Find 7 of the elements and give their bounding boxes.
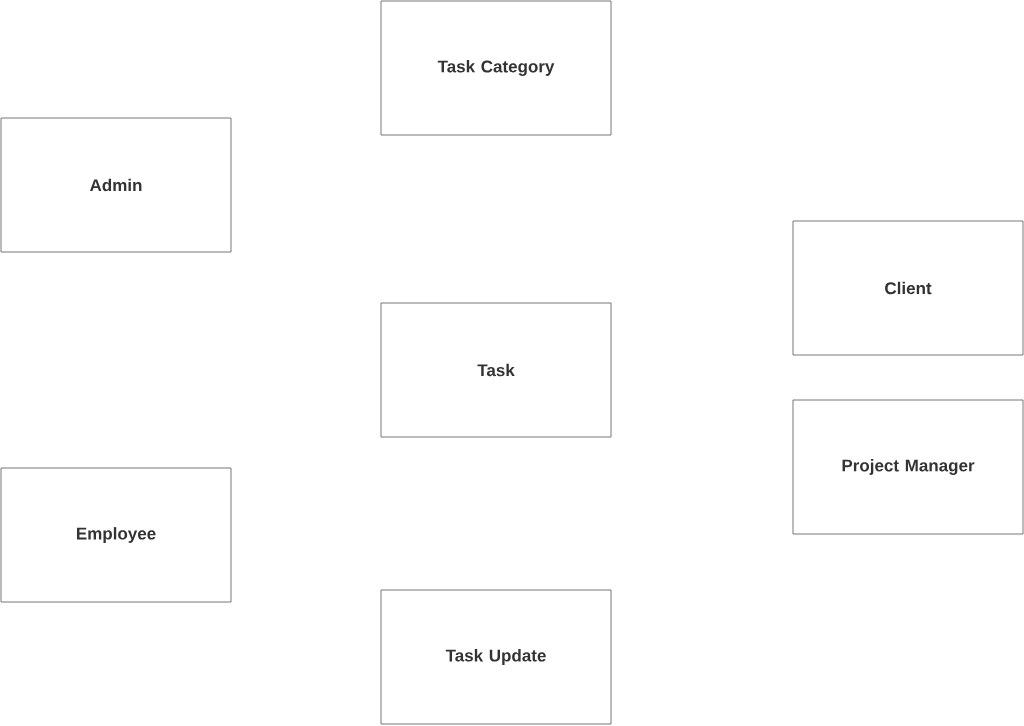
entity-box: Admin xyxy=(0,117,232,253)
entity-box: Task Update xyxy=(380,589,612,725)
entity-box: Project Manager xyxy=(792,399,1024,535)
entity-box: Client xyxy=(792,220,1024,356)
entity-box: Employee xyxy=(0,467,232,603)
entity-box: Task Category xyxy=(380,0,612,136)
entity-box: Task xyxy=(380,302,612,438)
